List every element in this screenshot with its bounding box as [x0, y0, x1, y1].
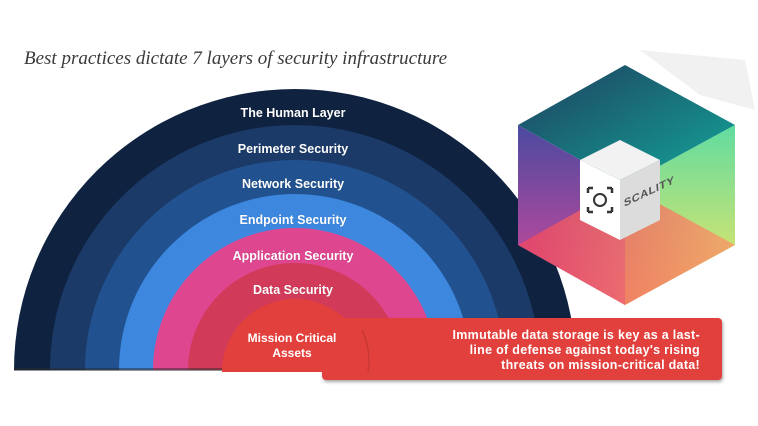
label-data-security: Data Security [253, 283, 333, 297]
mission-line-2: Assets [272, 346, 312, 360]
label-human-layer: The Human Layer [240, 106, 346, 120]
label-network-security: Network Security [241, 177, 345, 191]
scality-logo-icon [586, 186, 614, 214]
scality-cube-graphic [518, 65, 735, 305]
label-mission-critical-assets: Mission Critical Assets [248, 331, 337, 361]
background-shape [640, 50, 755, 110]
label-application-security: Application Security [232, 249, 354, 263]
callout-text: Immutable data storage is key as a last-… [370, 328, 700, 373]
callout-line-2: line of defense against today's rising [469, 343, 700, 357]
callout-line-1: Immutable data storage is key as a last- [452, 328, 700, 342]
mission-line-1: Mission Critical [247, 331, 337, 345]
page-title: Best practices dictate 7 layers of secur… [24, 48, 448, 69]
label-endpoint-security: Endpoint Security [239, 213, 347, 227]
callout-box: Immutable data storage is key as a last-… [322, 318, 722, 380]
label-perimeter-security: Perimeter Security [237, 142, 349, 156]
callout-line-3: threats on mission-critical data! [501, 358, 700, 372]
